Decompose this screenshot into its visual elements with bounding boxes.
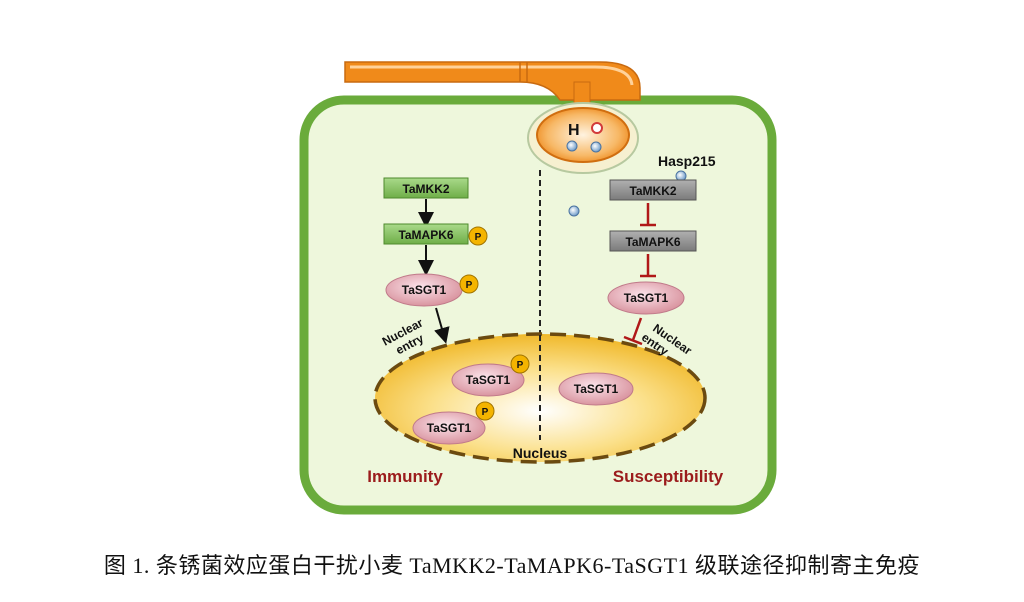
phospho-icon: [459, 274, 479, 294]
right-tasgt1-protein: [607, 281, 685, 315]
hypha-highlight: [350, 65, 634, 86]
left-tasgt1-label: TaSGT1: [402, 283, 447, 297]
immunity-label: Immunity: [367, 467, 443, 486]
nucleus-tasgt1-a: [451, 363, 525, 397]
effector-dot-red: [591, 122, 603, 134]
svg-text:TaSGT1: TaSGT1: [427, 421, 472, 435]
svg-text:TaSGT1: TaSGT1: [574, 382, 619, 396]
left-tamkk2-box: [383, 177, 469, 199]
effector-hasp215-free: [568, 205, 580, 217]
right-tasgt1-label: TaSGT1: [624, 291, 669, 305]
left-tamkk2-label: TaMKK2: [402, 182, 449, 196]
haustorium-label: H: [568, 122, 580, 139]
nucleus-tasgt1-right: [558, 372, 634, 406]
phospho-icon: [475, 401, 495, 421]
right-tamapk6-label: TaMAPK6: [625, 235, 680, 249]
right-tamkk2-box: [609, 179, 697, 201]
left-tamapk6-box: [383, 223, 469, 245]
svg-text:P: P: [482, 407, 489, 418]
phospho-icon: [510, 354, 530, 374]
right-tamkk2-label: TaMKK2: [629, 184, 676, 198]
effector-dot-2: [590, 141, 602, 153]
svg-text:P: P: [475, 232, 482, 243]
nucleus-label: Nucleus: [513, 445, 568, 461]
svg-text:TaSGT1: TaSGT1: [466, 373, 511, 387]
phospho-icon: [468, 226, 488, 246]
effector-dot-1: [566, 140, 578, 152]
figure-caption: 图 1. 条锈菌效应蛋白干扰小麦 TaMKK2-TaMAPK6-TaSGT1 级…: [103, 553, 921, 578]
nucleus-tasgt1-b: [412, 411, 486, 445]
susceptibility-label: Susceptibility: [613, 467, 724, 486]
right-tamapk6-box: [609, 230, 697, 252]
hasp215-label: Hasp215: [658, 153, 716, 169]
left-nuclear-entry-arrow: [434, 307, 450, 344]
svg-text:P: P: [517, 360, 524, 371]
haustorium: [536, 107, 630, 163]
signaling-diagram: H Nucleus TaMKK2 TaMAPK6 P TaSGT1 P Nucl…: [299, 61, 777, 515]
left-tamapk6-label: TaMAPK6: [398, 228, 453, 242]
fungal-hypha: [344, 61, 641, 101]
svg-text:P: P: [466, 280, 473, 291]
right-nuclear-entry-inhibit: [631, 317, 643, 341]
